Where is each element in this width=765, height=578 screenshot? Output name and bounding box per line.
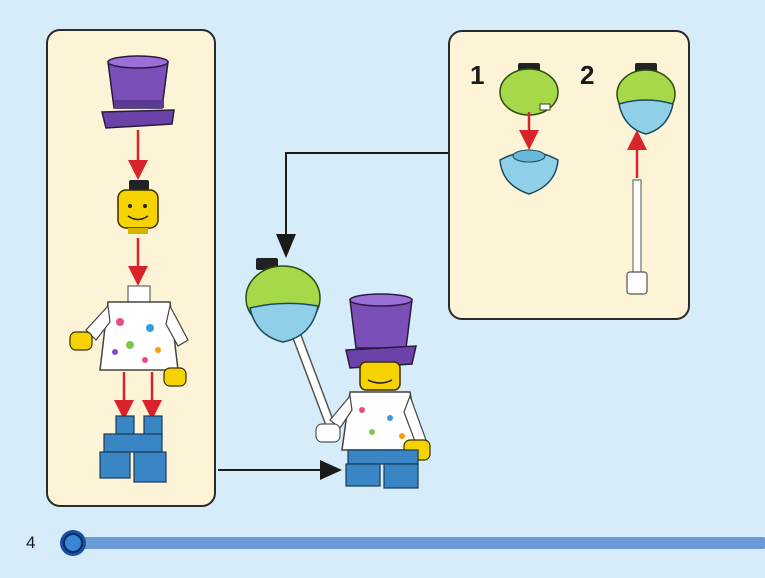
minifig-head-icon bbox=[117, 180, 159, 234]
sub-step-number-2: 2 bbox=[580, 60, 595, 90]
top-hat-icon bbox=[101, 55, 175, 129]
balloon-bottom-icon bbox=[499, 149, 559, 195]
assembly-arrow-top bbox=[285, 152, 448, 238]
minifig-torso-icon bbox=[69, 285, 189, 387]
progress-bar bbox=[75, 537, 765, 549]
minifig-legs-icon bbox=[99, 415, 167, 483]
balloon-top-icon bbox=[499, 63, 559, 116]
page-number: 4 bbox=[26, 533, 36, 552]
assembled-minifig-icon bbox=[245, 258, 431, 489]
balloon-assembled-icon bbox=[616, 63, 676, 135]
progress-indicator-icon bbox=[60, 530, 86, 556]
sub-step-number-1: 1 bbox=[470, 60, 485, 90]
balloon-stick-icon bbox=[626, 179, 648, 295]
